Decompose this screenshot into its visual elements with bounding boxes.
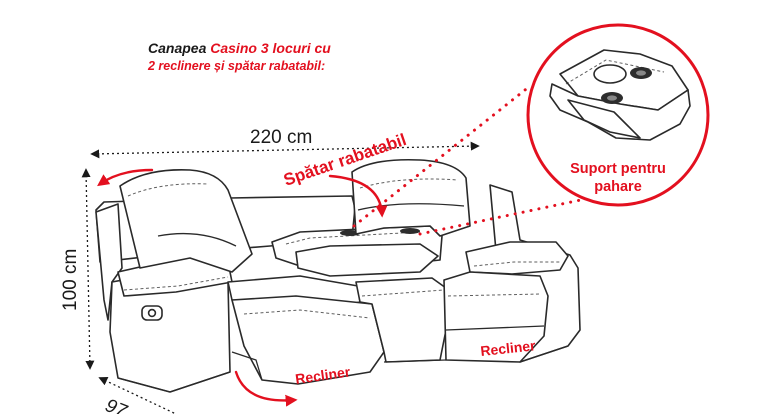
depth-dimension-arrow [98,377,177,414]
right-recliner-label: Recliner [480,337,537,359]
cup-holder-icon [340,230,360,236]
left-recliner-label: Recliner [294,363,351,387]
cup-holder-icon [400,228,420,234]
width-label: 220 cm [250,127,312,148]
height-label: 100 cm [60,249,81,311]
cup-holder-label-line1: Suport pentru [570,161,666,177]
title-model-name: Casino [210,40,257,56]
cup-holder-detail: Suport pentru pahare [526,23,710,207]
height-dimension-arrow [81,168,95,370]
diagram-title: Canapea Casino 3 locuri cu [148,40,331,56]
dimension-markers: 220 cm 100 cm 97 [60,127,480,414]
sofa-illustration [95,158,581,393]
right-arm-top [465,241,569,275]
callout-line-top [352,84,532,228]
title-rest: 3 locuri cu [257,40,331,56]
right-recliner-back [351,158,471,237]
callout-line-bottom [418,196,592,236]
recliner-lever-icon [141,305,163,321]
motion-arrows [97,168,388,407]
cup-holder-label-line2: pahare [594,179,642,195]
console-tray [295,243,439,277]
left-recliner-back [119,169,253,273]
depth-label: 97 [102,395,131,414]
detail-tray-recess [593,64,627,84]
fold-back-arrow [328,174,388,218]
diagram-subtitle: 2 reclinere și spătar rabatabil: [147,59,325,73]
width-dimension-arrow [90,141,480,159]
detail-console-body [549,83,691,141]
detail-cushion-flap [567,99,641,139]
title-prefix: Canapea [148,40,210,56]
footrest-extend-arrow [234,370,298,407]
left-back-recline-arrow [97,168,154,187]
